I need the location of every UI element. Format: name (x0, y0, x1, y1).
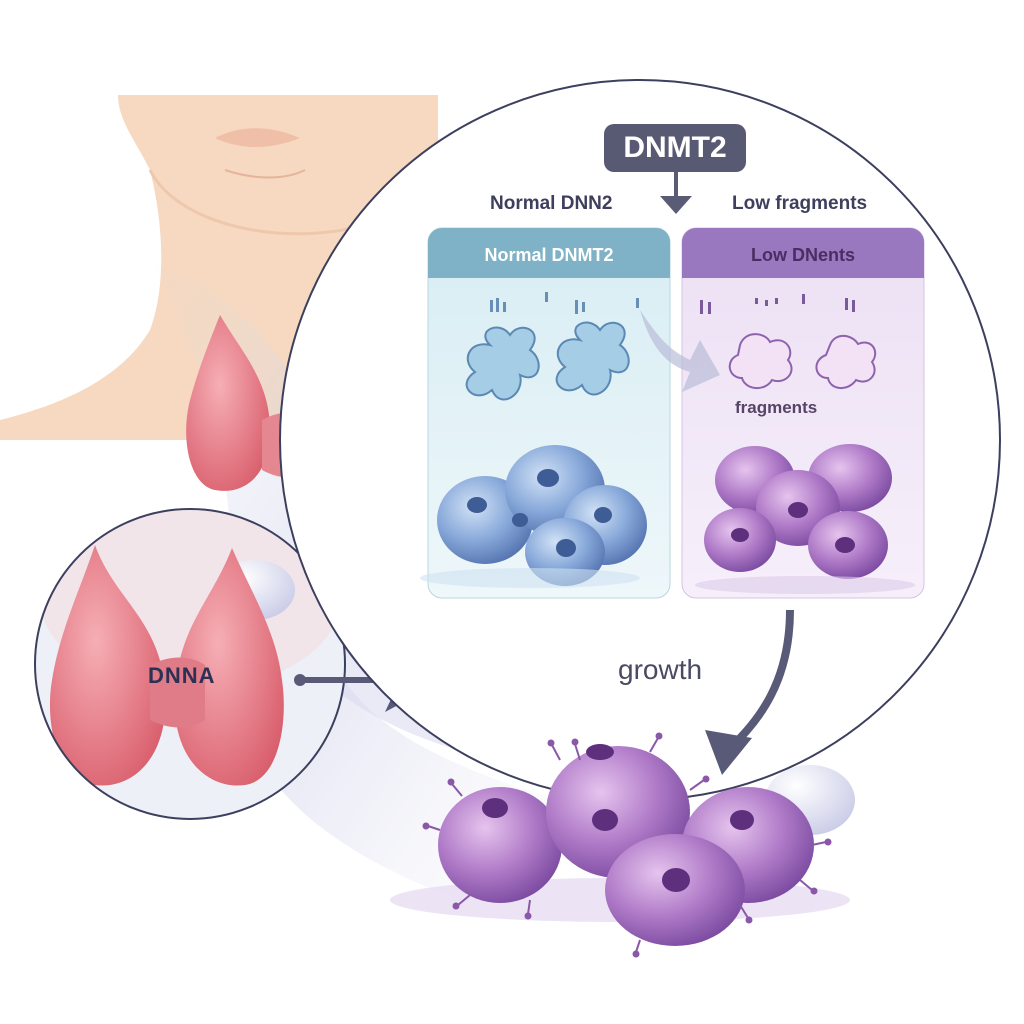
fragment-1 (728, 333, 793, 389)
normal-top-label: Normal DNN2 (490, 193, 613, 214)
thyroid-dna-label: DNNA (148, 663, 216, 688)
arrow-down-icon (660, 172, 692, 214)
panel-normal-header: Normal DNMT2 (484, 245, 614, 265)
low-top-label: Low fragments (732, 193, 868, 214)
panel-low (681, 227, 925, 599)
panel-normal (420, 227, 671, 599)
thyroid-inset (34, 508, 346, 820)
fragment-2 (815, 334, 877, 389)
enzyme-normal-2 (555, 321, 630, 396)
curved-arrow-icon (705, 609, 794, 775)
growth-label: growth (618, 654, 703, 685)
enzyme-normal-1 (465, 326, 540, 401)
dnmt2-title-box: DNMT2 (604, 124, 746, 172)
normal-cells (420, 445, 647, 588)
fragments-label: fragments (735, 398, 818, 417)
tumor-cells-panel (695, 444, 915, 594)
panel-low-header: Low DNents (750, 245, 855, 265)
tumor-cluster (390, 732, 855, 958)
